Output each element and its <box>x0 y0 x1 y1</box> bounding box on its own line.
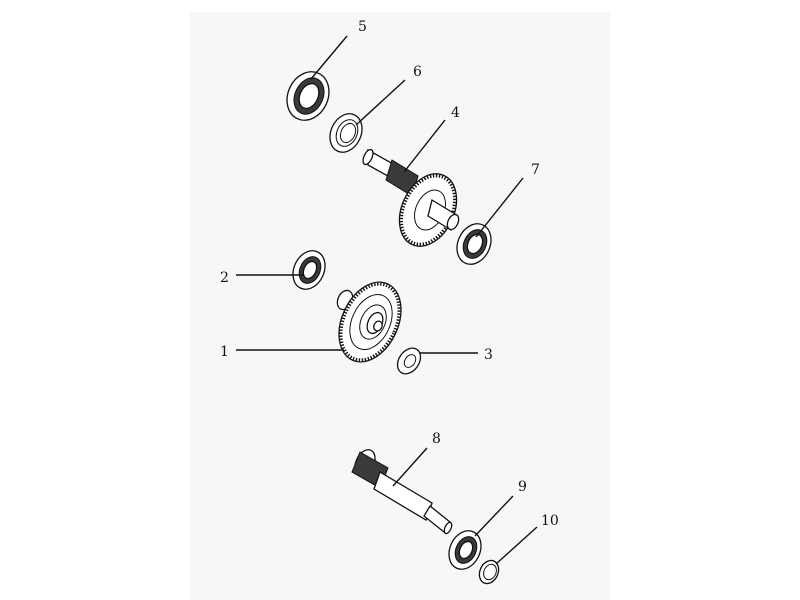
callout-9: 9 <box>518 479 527 495</box>
leader-line-6 <box>355 79 406 126</box>
leader-line-7 <box>475 177 524 238</box>
callout-2: 2 <box>220 270 229 286</box>
callout-5: 5 <box>358 19 367 35</box>
leader-line-8 <box>392 447 428 487</box>
callout-4: 4 <box>451 105 460 121</box>
leader-line-9 <box>474 495 514 537</box>
part-10-circlip <box>478 559 500 585</box>
callout-3: 3 <box>484 347 493 363</box>
part-7-bearing <box>456 223 492 265</box>
part-2-bearing <box>292 250 326 290</box>
part-5-bearing <box>286 71 330 121</box>
callout-6: 6 <box>413 64 422 80</box>
part-8-output-shaft <box>351 449 453 535</box>
part-4-gear-shaft <box>362 148 460 247</box>
leader-line-4 <box>403 119 446 173</box>
part-3-washer <box>396 347 422 375</box>
part-9-bearing <box>448 530 482 570</box>
leader-line-5 <box>310 35 348 80</box>
callout-7: 7 <box>531 162 540 178</box>
callout-8: 8 <box>432 431 441 447</box>
callout-1: 1 <box>220 344 229 360</box>
callout-10: 10 <box>541 513 559 529</box>
part-6-ring <box>329 113 363 153</box>
part-1-gear <box>336 281 402 363</box>
leader-line-10 <box>495 526 538 565</box>
